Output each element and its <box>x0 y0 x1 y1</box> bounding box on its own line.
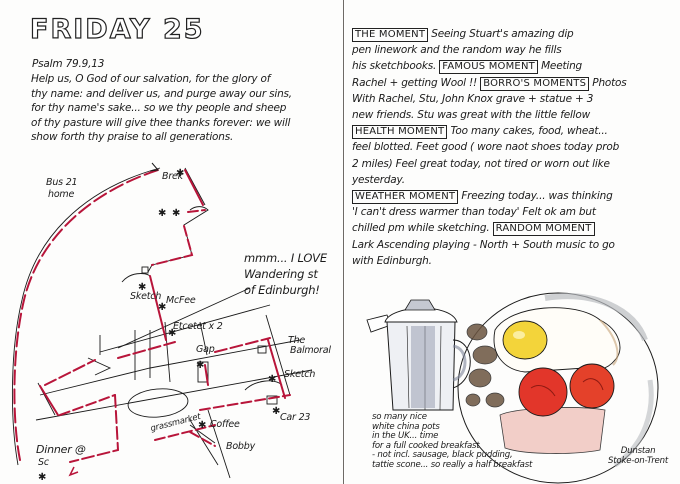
walking-route-map: ✱ ✱ ✱ ✱ ✱ ✱ ✱ ✱ ✱ ✱ ✱ <box>11 162 313 483</box>
caption-line: tattie scone... so really a half breakfa… <box>372 459 533 470</box>
map-label-bobby: Bobby <box>226 441 256 452</box>
page-gutter <box>343 0 344 484</box>
psalm-line: show forth thy praise to all generations… <box>31 131 234 143</box>
svg-text:✱: ✱ <box>272 406 280 417</box>
moment-tag: THE MOMENT <box>352 28 429 42</box>
caption-line: white china pots <box>372 421 440 432</box>
journal-line: Rachel + getting Wool !! BORRO'S MOMENTS… <box>352 76 627 91</box>
coffee-pot-icon <box>366 299 471 411</box>
moment-tag: HEALTH MOMENT <box>352 125 448 140</box>
map-label-sketch: Sketch <box>284 369 316 380</box>
journal-line: new friends. Stu was great with the litt… <box>352 109 591 122</box>
journal-line: yesterday. <box>352 173 405 186</box>
journal-line: pen linework and the random way he fills <box>352 44 562 57</box>
mushrooms-icon <box>465 323 505 408</box>
map-label-the-balmoral: The <box>288 335 306 346</box>
caption-line: in the UK... time <box>372 431 439 442</box>
journal-line: THE MOMENT Seeing Stuart's amazing dip <box>352 26 674 42</box>
svg-text:✱: ✱ <box>158 208 166 219</box>
svg-text:✱: ✱ <box>138 282 146 293</box>
moment-tag: BORRO'S MOMENTS <box>480 76 590 91</box>
psalm-line: Help us, O God of our salvation, for the… <box>31 73 271 85</box>
caption-line: for a full cooked breakfast <box>372 440 480 451</box>
svg-text:✱: ✱ <box>176 168 184 179</box>
svg-text:✱: ✱ <box>196 360 204 371</box>
map-note: mmm... I LOVE Wandering st of Edinburgh! <box>244 250 327 298</box>
note-line: of Edinburgh! <box>244 283 320 297</box>
journal-line: chilled pm while sketching. RANDOM MOMEN… <box>352 220 674 237</box>
moment-tag: WEATHER MOMENT <box>352 190 459 205</box>
journal-line: 2 miles) Feel great today, not tired or … <box>352 157 610 170</box>
svg-text:✱: ✱ <box>38 472 46 483</box>
moment-tag: FAMOUS MOMENT <box>439 60 538 75</box>
svg-text:✱: ✱ <box>172 208 180 219</box>
map-label-home: home <box>48 189 75 200</box>
journal-line: 'I can't dress warmer than today' Felt o… <box>352 206 596 219</box>
journal-line: WEATHER MOMENT Freezing today... was thi… <box>352 188 674 205</box>
map-label-car: Car 23 <box>280 412 311 423</box>
map-label-etcetc: Etcetet x 2 <box>173 321 223 332</box>
journal-line: feel blotted. Feet good ( wore naot shoe… <box>352 141 620 154</box>
tomato-icon <box>569 363 615 409</box>
journal-line: With Rachel, Stu, John Knox grave + stat… <box>352 92 594 105</box>
map-label-gap: Gap <box>196 344 215 355</box>
psalm-line: thy name: and deliver us, and purge away… <box>31 87 292 100</box>
sketch-location: Dunstan Stoke-on-Trent <box>608 446 668 466</box>
page-title: FRIDAY 25 <box>29 13 205 45</box>
map-label-dinner: Dinner @ <box>36 443 86 456</box>
journal-entry: THE MOMENT Seeing Stuart's amazing dip p… <box>352 26 674 269</box>
sketch-caption: so many nice white china pots in the UK.… <box>372 412 533 471</box>
map-label-the-balmoral: Balmoral <box>290 345 331 356</box>
map-label-brekkie: Brek <box>162 171 183 182</box>
svg-text:✱: ✱ <box>158 302 166 313</box>
location-line: Stoke-on-Trent <box>608 456 669 466</box>
psalm-text: Help us, O God of our salvation, for the… <box>31 72 331 145</box>
journal-line: his sketchbooks. FAMOUS MOMENT Meeting <box>352 60 583 75</box>
egg-yolk-icon <box>502 320 548 360</box>
svg-text:✱: ✱ <box>268 374 276 385</box>
svg-text:✱: ✱ <box>168 328 176 339</box>
psalm-line: of thy pasture will give thee thanks for… <box>31 116 291 129</box>
map-label-mcfee: McFee <box>166 295 196 306</box>
map-label-sketch: Sketch <box>130 291 162 302</box>
tomato-icon <box>518 367 568 417</box>
caption-line: - not incl. sausage, black pudding, <box>372 450 513 461</box>
psalm-reference: Psalm 79.9,13 <box>32 58 105 70</box>
left-page: FRIDAY 25 Psalm 79.9,13 Help us, O God o… <box>11 13 332 483</box>
journal-line: Lark Ascending playing - North + South m… <box>352 238 615 251</box>
caption-line: so many nice <box>372 412 427 422</box>
location-line: Dunstan <box>620 446 656 456</box>
psalm-line: for thy name's sake... so we thy people … <box>31 102 287 114</box>
journal-line: HEALTH MOMENT Too many cakes, food, whea… <box>352 123 674 140</box>
moment-tag: RANDOM MOMENT <box>492 222 595 237</box>
svg-text:✱: ✱ <box>198 420 206 431</box>
map-label-coffee: Coffee <box>210 419 240 430</box>
note-line: Wandering st <box>244 267 318 281</box>
map-label-bus: Bus 21 <box>46 177 78 188</box>
map-label-dinner: Sc <box>38 457 49 468</box>
plate-icon <box>457 292 659 484</box>
journal-line: with Edinburgh. <box>352 254 432 267</box>
note-line: mmm... I LOVE <box>244 251 327 265</box>
breakfast-sketch <box>366 292 659 484</box>
